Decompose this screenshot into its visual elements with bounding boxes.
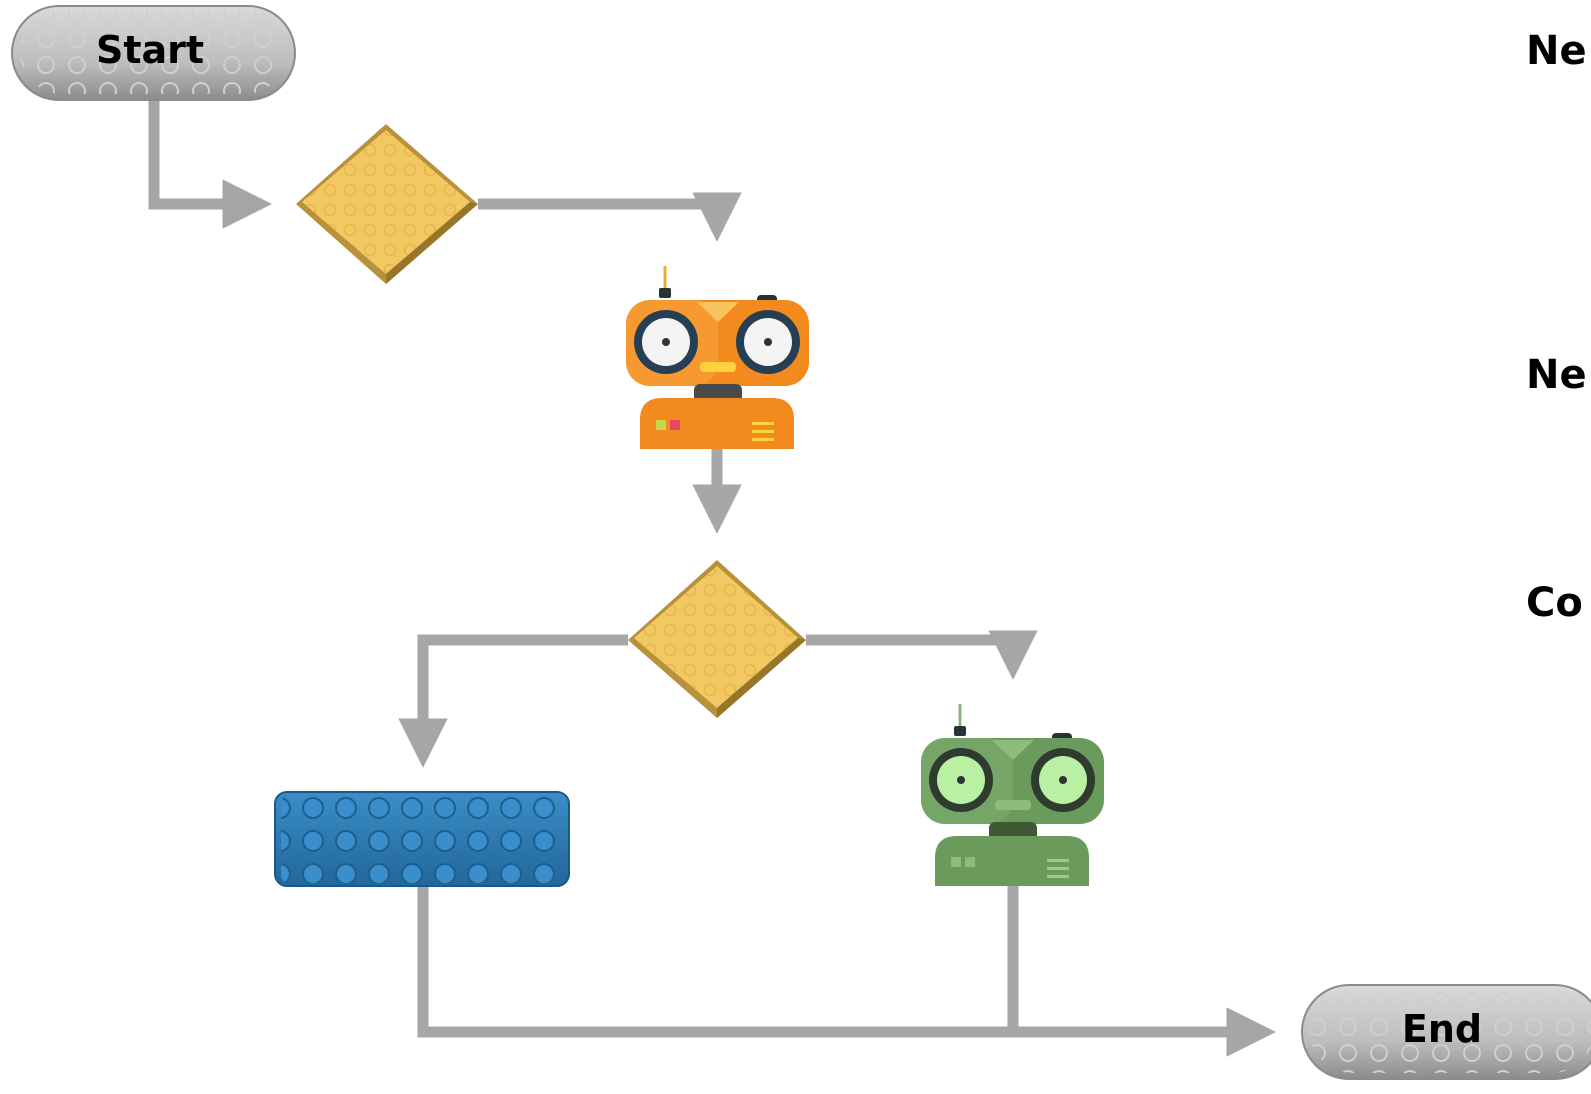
connector-blue-block-to-end xyxy=(417,886,1276,1057)
decision-diamond-2[interactable] xyxy=(628,560,806,718)
connector-decision2-to-blue-block xyxy=(398,634,628,768)
side-label-3: Co xyxy=(1526,580,1583,626)
side-label-2: Ne xyxy=(1526,352,1587,398)
connectors xyxy=(148,100,1276,1057)
start-terminal[interactable]: Start xyxy=(11,5,296,101)
green-robot-icon[interactable] xyxy=(921,704,1104,886)
process-block[interactable] xyxy=(274,791,570,887)
side-label-1: Ne xyxy=(1526,28,1587,74)
end-label: End xyxy=(1402,1007,1482,1051)
end-terminal[interactable]: End xyxy=(1301,984,1591,1080)
connector-start-to-decision1 xyxy=(148,100,272,229)
start-label: Start xyxy=(96,28,204,72)
orange-robot-icon[interactable] xyxy=(626,266,809,449)
connector-decision2-to-green-robot xyxy=(806,630,1038,680)
decision-diamond-1[interactable] xyxy=(296,124,478,284)
connector-decision1-to-orange-robot xyxy=(478,192,742,242)
